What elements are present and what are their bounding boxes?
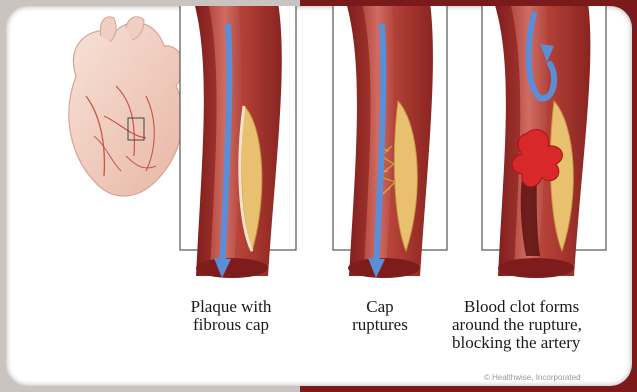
heart-illustration bbox=[69, 17, 183, 196]
panel-cap-ruptures bbox=[333, 6, 447, 278]
caption-plaque-line1: Plaque with bbox=[176, 298, 286, 316]
caption-clot-line2: around the rupture, bbox=[452, 316, 632, 334]
diagram-card: Plaque with fibrous cap Cap ruptures Blo… bbox=[6, 6, 632, 386]
panel-blood-clot bbox=[482, 6, 606, 278]
caption-plaque: Plaque with fibrous cap bbox=[176, 298, 286, 334]
caption-cap-ruptures: Cap ruptures bbox=[342, 298, 418, 334]
caption-plaque-line2: fibrous cap bbox=[176, 316, 286, 334]
caption-blood-clot: Blood clot forms around the rupture, blo… bbox=[452, 298, 632, 352]
caption-cap-line1: Cap bbox=[342, 298, 418, 316]
caption-clot-line1: Blood clot forms bbox=[452, 298, 632, 316]
credit-text: © Healthwise, Incorporated bbox=[484, 373, 581, 382]
caption-cap-line2: ruptures bbox=[342, 316, 418, 334]
panel-plaque bbox=[180, 6, 296, 278]
caption-clot-line3: blocking the artery bbox=[452, 334, 632, 352]
